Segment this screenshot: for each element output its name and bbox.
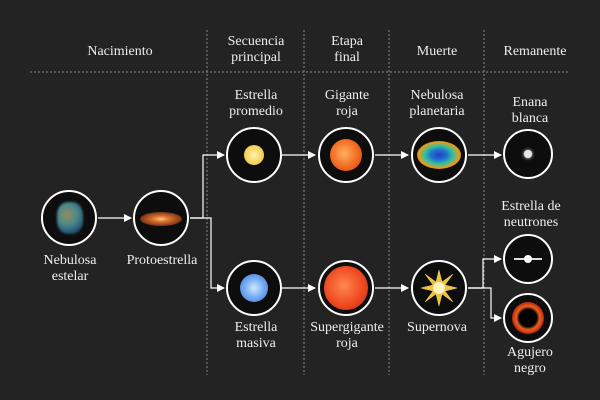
- header-main-sequence: Secuencia principal: [227, 34, 285, 65]
- red-giant-node: [318, 127, 374, 183]
- stellar-nebula-node: [41, 190, 97, 246]
- supernova-icon: [420, 269, 458, 307]
- average-star-icon: [244, 145, 264, 165]
- header-death: Muerte: [416, 44, 458, 59]
- white-dwarf-label: Enana blanca: [511, 95, 549, 126]
- white-dwarf-icon: [524, 150, 532, 158]
- white-dwarf-node: [503, 129, 553, 179]
- red-supergiant-node: [318, 260, 374, 316]
- protostar-icon: [140, 212, 182, 226]
- planetary-nebula-node: [411, 127, 467, 183]
- average-star-label: Estrella promedio: [229, 88, 283, 119]
- red-supergiant-icon: [324, 266, 368, 310]
- header-birth: Nacimiento: [87, 44, 153, 59]
- arrow-protostar-massive: [190, 217, 225, 292]
- neutron-star-node: [503, 234, 553, 284]
- neutron-star-label: Estrella de neutrones: [501, 199, 561, 230]
- red-supergiant-label: Supergigante roja: [310, 320, 384, 351]
- supernova-label: Supernova: [407, 320, 467, 335]
- header-remnant: Remanente: [503, 44, 567, 59]
- arrow-supernova-blackhole: [468, 287, 502, 322]
- protostar-label: Protoestrella: [126, 253, 198, 268]
- average-star-node: [226, 127, 282, 183]
- black-hole-node: [503, 293, 553, 343]
- red-giant-label: Gigante roja: [324, 88, 370, 119]
- header-final-stage: Etapa final: [331, 34, 363, 65]
- massive-star-icon: [240, 274, 268, 302]
- red-giant-icon: [330, 139, 362, 171]
- massive-star-label: Estrella masiva: [234, 320, 278, 351]
- neutron-star-icon: [514, 255, 542, 263]
- supernova-node: [411, 260, 467, 316]
- stellar-nebula-label: Nebulosa estelar: [43, 253, 97, 284]
- planetary-nebula-icon: [417, 141, 461, 169]
- black-hole-label: Agujero negro: [507, 345, 553, 376]
- stellar-nebula-icon: [57, 202, 83, 234]
- massive-star-node: [226, 260, 282, 316]
- planetary-nebula-label: Nebulosa planetaria: [409, 88, 465, 119]
- protostar-node: [133, 190, 189, 246]
- black-hole-icon: [512, 302, 544, 334]
